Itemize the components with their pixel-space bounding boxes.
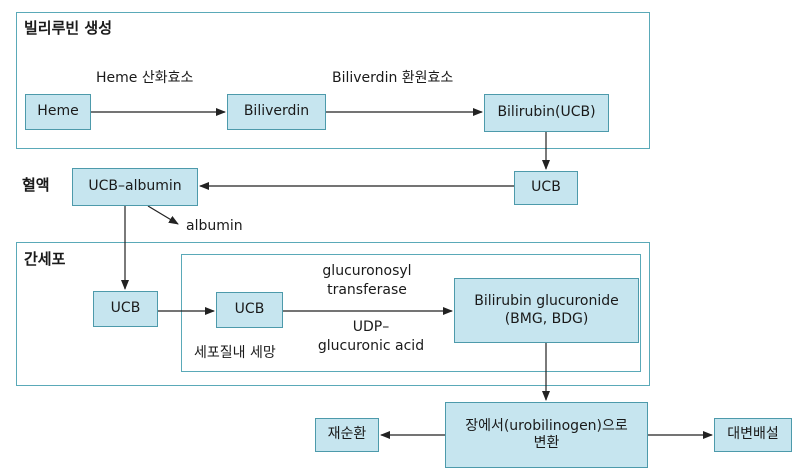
node-bilirubin-ucb: Bilirubin(UCB) (484, 94, 609, 132)
label-heme-oxygenase: Heme 산화효소 (96, 70, 194, 86)
section-title-production: 빌리루빈 생성 (24, 19, 113, 37)
node-fecal-excretion: 대변배설 (714, 418, 792, 452)
node-biliverdin: Biliverdin (227, 94, 326, 130)
label-transferase: glucuronosyl transferase (322, 263, 412, 298)
label-udp-glucuronic-acid: UDP– glucuronic acid (317, 319, 425, 354)
node-recirculation: 재순환 (315, 418, 379, 452)
node-intestine-conversion-text: 장에서(urobilinogen)으로 변환 (465, 417, 628, 452)
section-title-liver: 간세포 (24, 250, 66, 268)
node-heme: Heme (25, 94, 91, 130)
label-albumin: albumin (186, 218, 243, 234)
section-title-blood: 혈액 (22, 176, 50, 194)
label-biliverdin-reductase: Biliverdin 환원효소 (332, 70, 454, 86)
node-intestine-conversion: 장에서(urobilinogen)으로 변환 (445, 402, 648, 468)
node-bilirubin-glucuronide: Bilirubin glucuronide (BMG, BDG) (454, 278, 639, 343)
node-ucb-liver: UCB (93, 291, 158, 327)
label-intracellular-membrane: 세포질내 세망 (194, 345, 276, 361)
node-bilirubin-glucuronide-line1: Bilirubin glucuronide (BMG, BDG) (474, 293, 619, 327)
node-ucb-blood: UCB (514, 171, 578, 205)
node-ucb-cell: UCB (216, 292, 283, 328)
arrow-albumin-release (147, 205, 179, 225)
node-ucb-albumin: UCB–albumin (72, 168, 198, 206)
